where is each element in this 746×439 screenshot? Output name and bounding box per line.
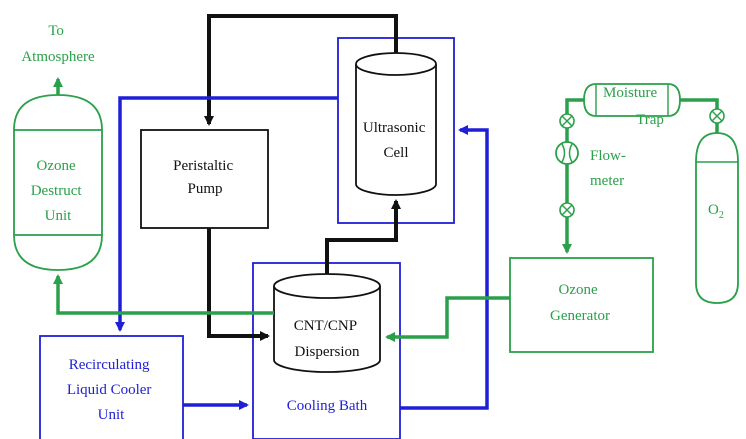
valve-icon-right [709, 108, 725, 124]
blue-flow-cell-to-cooler [115, 96, 338, 332]
valve-icon-lower-left [559, 202, 575, 218]
recirculating-cooler-label: Recirculating Liquid Cooler Unit [67, 357, 155, 423]
black-flow-pump-to-dispersion [207, 228, 270, 341]
moisture-trap-label: Moisture Trap [603, 85, 664, 128]
ozone-destruct-label: Ozone Destruct Unit [31, 158, 86, 224]
flow-meter-label: Flow- meter [590, 148, 630, 189]
ultrasonic-cell [355, 52, 437, 196]
ozone-generator-label: Ozone Generator [550, 282, 610, 324]
cooling-bath-label: Cooling Bath [287, 398, 368, 414]
black-flow-cell-to-pump [204, 14, 398, 126]
ultrasonic-cell-label: Ultrasonic Cell [363, 120, 429, 161]
recirculating-cooler-box [39, 335, 184, 439]
ozone-generator-box [509, 257, 654, 353]
valve-icon-upper-left [559, 113, 575, 129]
peristaltic-pump-box [140, 129, 269, 229]
ozone-destruct-unit [13, 94, 103, 271]
green-flow-dispersion-to-destruct [53, 274, 274, 315]
green-flow-trap-to-generator [562, 98, 584, 254]
oxygen-label: O2 [708, 202, 724, 221]
cnt-dispersion-container [273, 273, 381, 373]
peristaltic-pump-label: Peristaltic Pump [173, 158, 237, 197]
to-atmosphere-label: To Atmosphere [21, 23, 95, 65]
cnt-dispersion-label: CNT/CNP Dispersion [294, 318, 361, 360]
green-flow-generator-to-dispersion [385, 296, 510, 342]
blue-flow-bath-to-cell [400, 125, 489, 410]
flowmeter-icon [555, 141, 579, 165]
black-flow-dispersion-to-cell [325, 199, 401, 274]
moisture-trap [583, 83, 681, 117]
oxygen-cylinder [695, 132, 739, 304]
